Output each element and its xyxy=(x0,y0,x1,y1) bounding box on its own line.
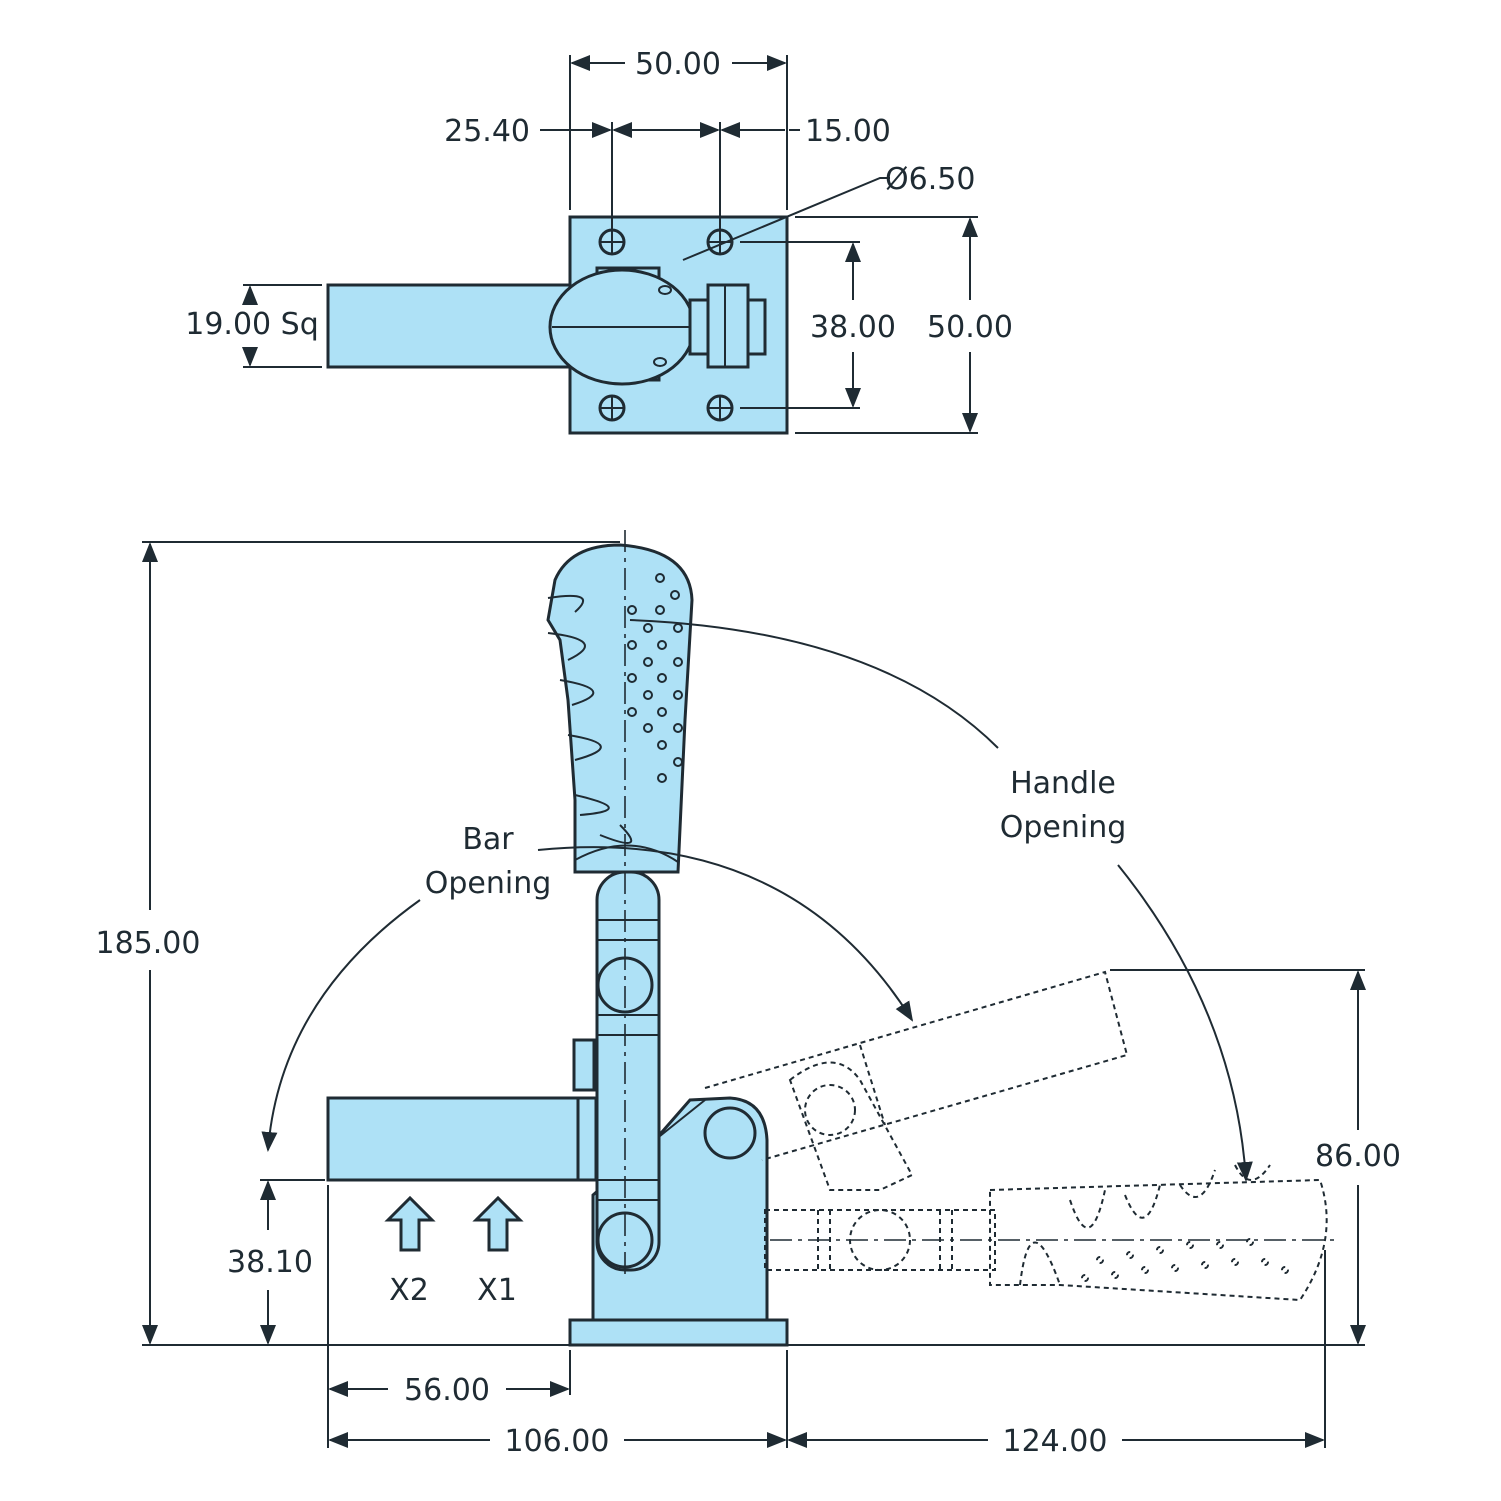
force-arrow-x1-icon xyxy=(472,1195,524,1252)
bar-opening-arc xyxy=(261,899,421,1152)
open-position-ghost xyxy=(704,970,1335,1302)
dim-side-overall-height: 185.00 xyxy=(96,926,201,961)
force-arrow-x2-icon xyxy=(384,1195,436,1252)
label-x2: X2 xyxy=(389,1273,429,1308)
side-view: Bar Opening Handle Opening X2 X1 185.00 … xyxy=(96,530,1401,1459)
dim-bar-reach: 56.00 xyxy=(404,1373,490,1408)
dim-open-height: 86.00 xyxy=(1315,1139,1401,1174)
side-handle-grip xyxy=(546,543,694,874)
mounting-hole-icon xyxy=(598,394,626,422)
side-base-plate xyxy=(568,1318,789,1347)
dim-bar-size: 19.00 Sq xyxy=(185,307,319,342)
dim-hole-diameter: Ø6.50 xyxy=(885,162,975,197)
top-view: 50.00 25.40 15.00 Ø6.50 19.00 Sq 38.00 5… xyxy=(185,47,1013,435)
mounting-hole-icon xyxy=(706,394,734,422)
label-bar-opening-line2: Opening xyxy=(425,866,552,901)
dim-hole-offset-right: 15.00 xyxy=(805,114,891,149)
dim-top-overall-width: 50.00 xyxy=(635,47,721,82)
dim-base-to-bar-end: 106.00 xyxy=(505,1424,610,1459)
dim-open-reach: 124.00 xyxy=(1003,1424,1108,1459)
label-x1: X1 xyxy=(477,1273,517,1308)
label-bar-opening-line1: Bar xyxy=(462,822,514,857)
top-bar xyxy=(326,283,580,369)
label-handle-opening-line2: Opening xyxy=(1000,810,1127,845)
mounting-hole-icon xyxy=(598,228,626,256)
side-clamp-bar xyxy=(326,1096,582,1182)
dim-hole-spacing: 38.00 xyxy=(810,310,896,345)
dim-bar-height: 38.10 xyxy=(227,1245,313,1280)
side-vertical-link xyxy=(595,870,661,1272)
dim-top-overall-height: 50.00 xyxy=(927,310,1013,345)
grip-dots xyxy=(627,573,683,783)
label-handle-opening-line1: Handle xyxy=(1010,766,1116,801)
dim-hole-offset-left: 25.40 xyxy=(444,114,530,149)
handle-opening-arc xyxy=(629,619,999,749)
